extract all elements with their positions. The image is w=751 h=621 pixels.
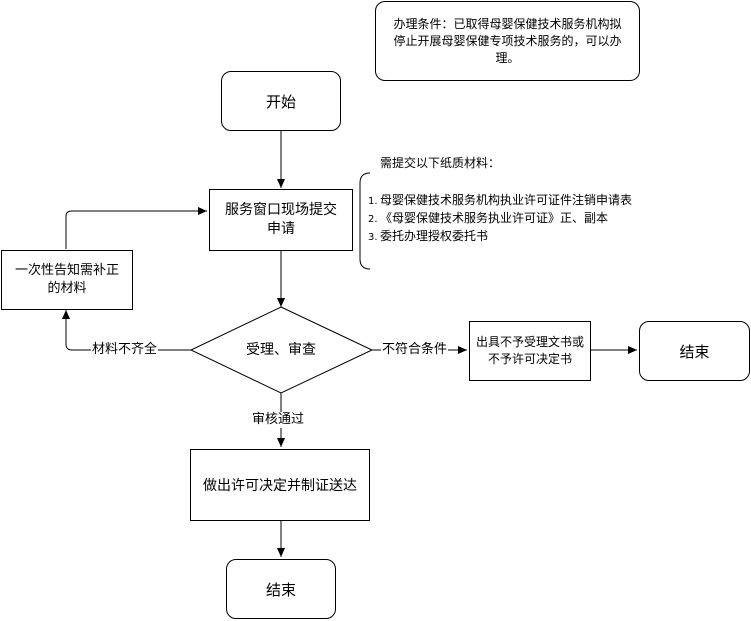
edge-label-approved: 审核通过 xyxy=(251,412,306,428)
decide-node: 做出许可决定并制证送达 xyxy=(190,449,370,521)
material-item: 3.委托办理授权委托书 xyxy=(368,228,632,246)
arrow-notify-to-submit xyxy=(65,207,207,249)
start-node: 开始 xyxy=(221,71,341,131)
edge-label-incomplete: 材料不齐全 xyxy=(91,342,159,358)
reject-label: 出具不予受理文书或不予许可决定书 xyxy=(475,335,584,366)
material-number: 1. xyxy=(368,196,378,207)
material-text: 《母婴保健技术服务执业许可证》正、副本 xyxy=(380,211,609,225)
materials-list: 1.母婴保健技术服务机构执业许可证件注销申请表 2.《母婴保健技术服务执业许可证… xyxy=(368,192,632,246)
condition-note: 办理条件：已取得母婴保健技术服务机构拟停止开展母婴保健专项技术服务的，可以办理。 xyxy=(375,1,640,81)
material-item: 2.《母婴保健技术服务执业许可证》正、副本 xyxy=(368,210,632,228)
reject-node: 出具不予受理文书或不予许可决定书 xyxy=(469,321,591,381)
condition-text: 办理条件：已取得母婴保健技术服务机构拟停止开展母婴保健专项技术服务的，可以办理。 xyxy=(393,16,622,65)
end-right-node: 结束 xyxy=(639,321,750,381)
review-label: 受理、审查 xyxy=(246,342,316,358)
submit-node: 服务窗口现场提交申请 xyxy=(209,189,353,251)
submit-label: 服务窗口现场提交申请 xyxy=(225,202,337,237)
decide-label: 做出许可决定并制证送达 xyxy=(203,478,357,494)
material-number: 3. xyxy=(368,232,378,243)
material-item: 1.母婴保健技术服务机构执业许可证件注销申请表 xyxy=(368,192,632,210)
materials-heading: 需提交以下纸质材料： xyxy=(380,156,501,170)
material-text: 委托办理授权委托书 xyxy=(380,229,489,243)
end-bottom-label: 结束 xyxy=(265,580,296,599)
notify-node: 一次性告知需补正的材料 xyxy=(1,250,133,310)
materials-bracket xyxy=(359,172,371,270)
arrow-review-to-notify xyxy=(62,310,191,351)
material-text: 母婴保健技术服务机构执业许可证件注销申请表 xyxy=(380,193,633,207)
material-number: 2. xyxy=(368,214,378,225)
review-diamond-shape xyxy=(189,306,374,394)
start-label: 开始 xyxy=(265,92,296,111)
end-bottom-node: 结束 xyxy=(226,559,336,619)
end-right-label: 结束 xyxy=(679,342,710,361)
edge-label-not-eligible: 不符合条件 xyxy=(381,342,449,358)
notify-label: 一次性告知需补正的材料 xyxy=(14,263,119,296)
